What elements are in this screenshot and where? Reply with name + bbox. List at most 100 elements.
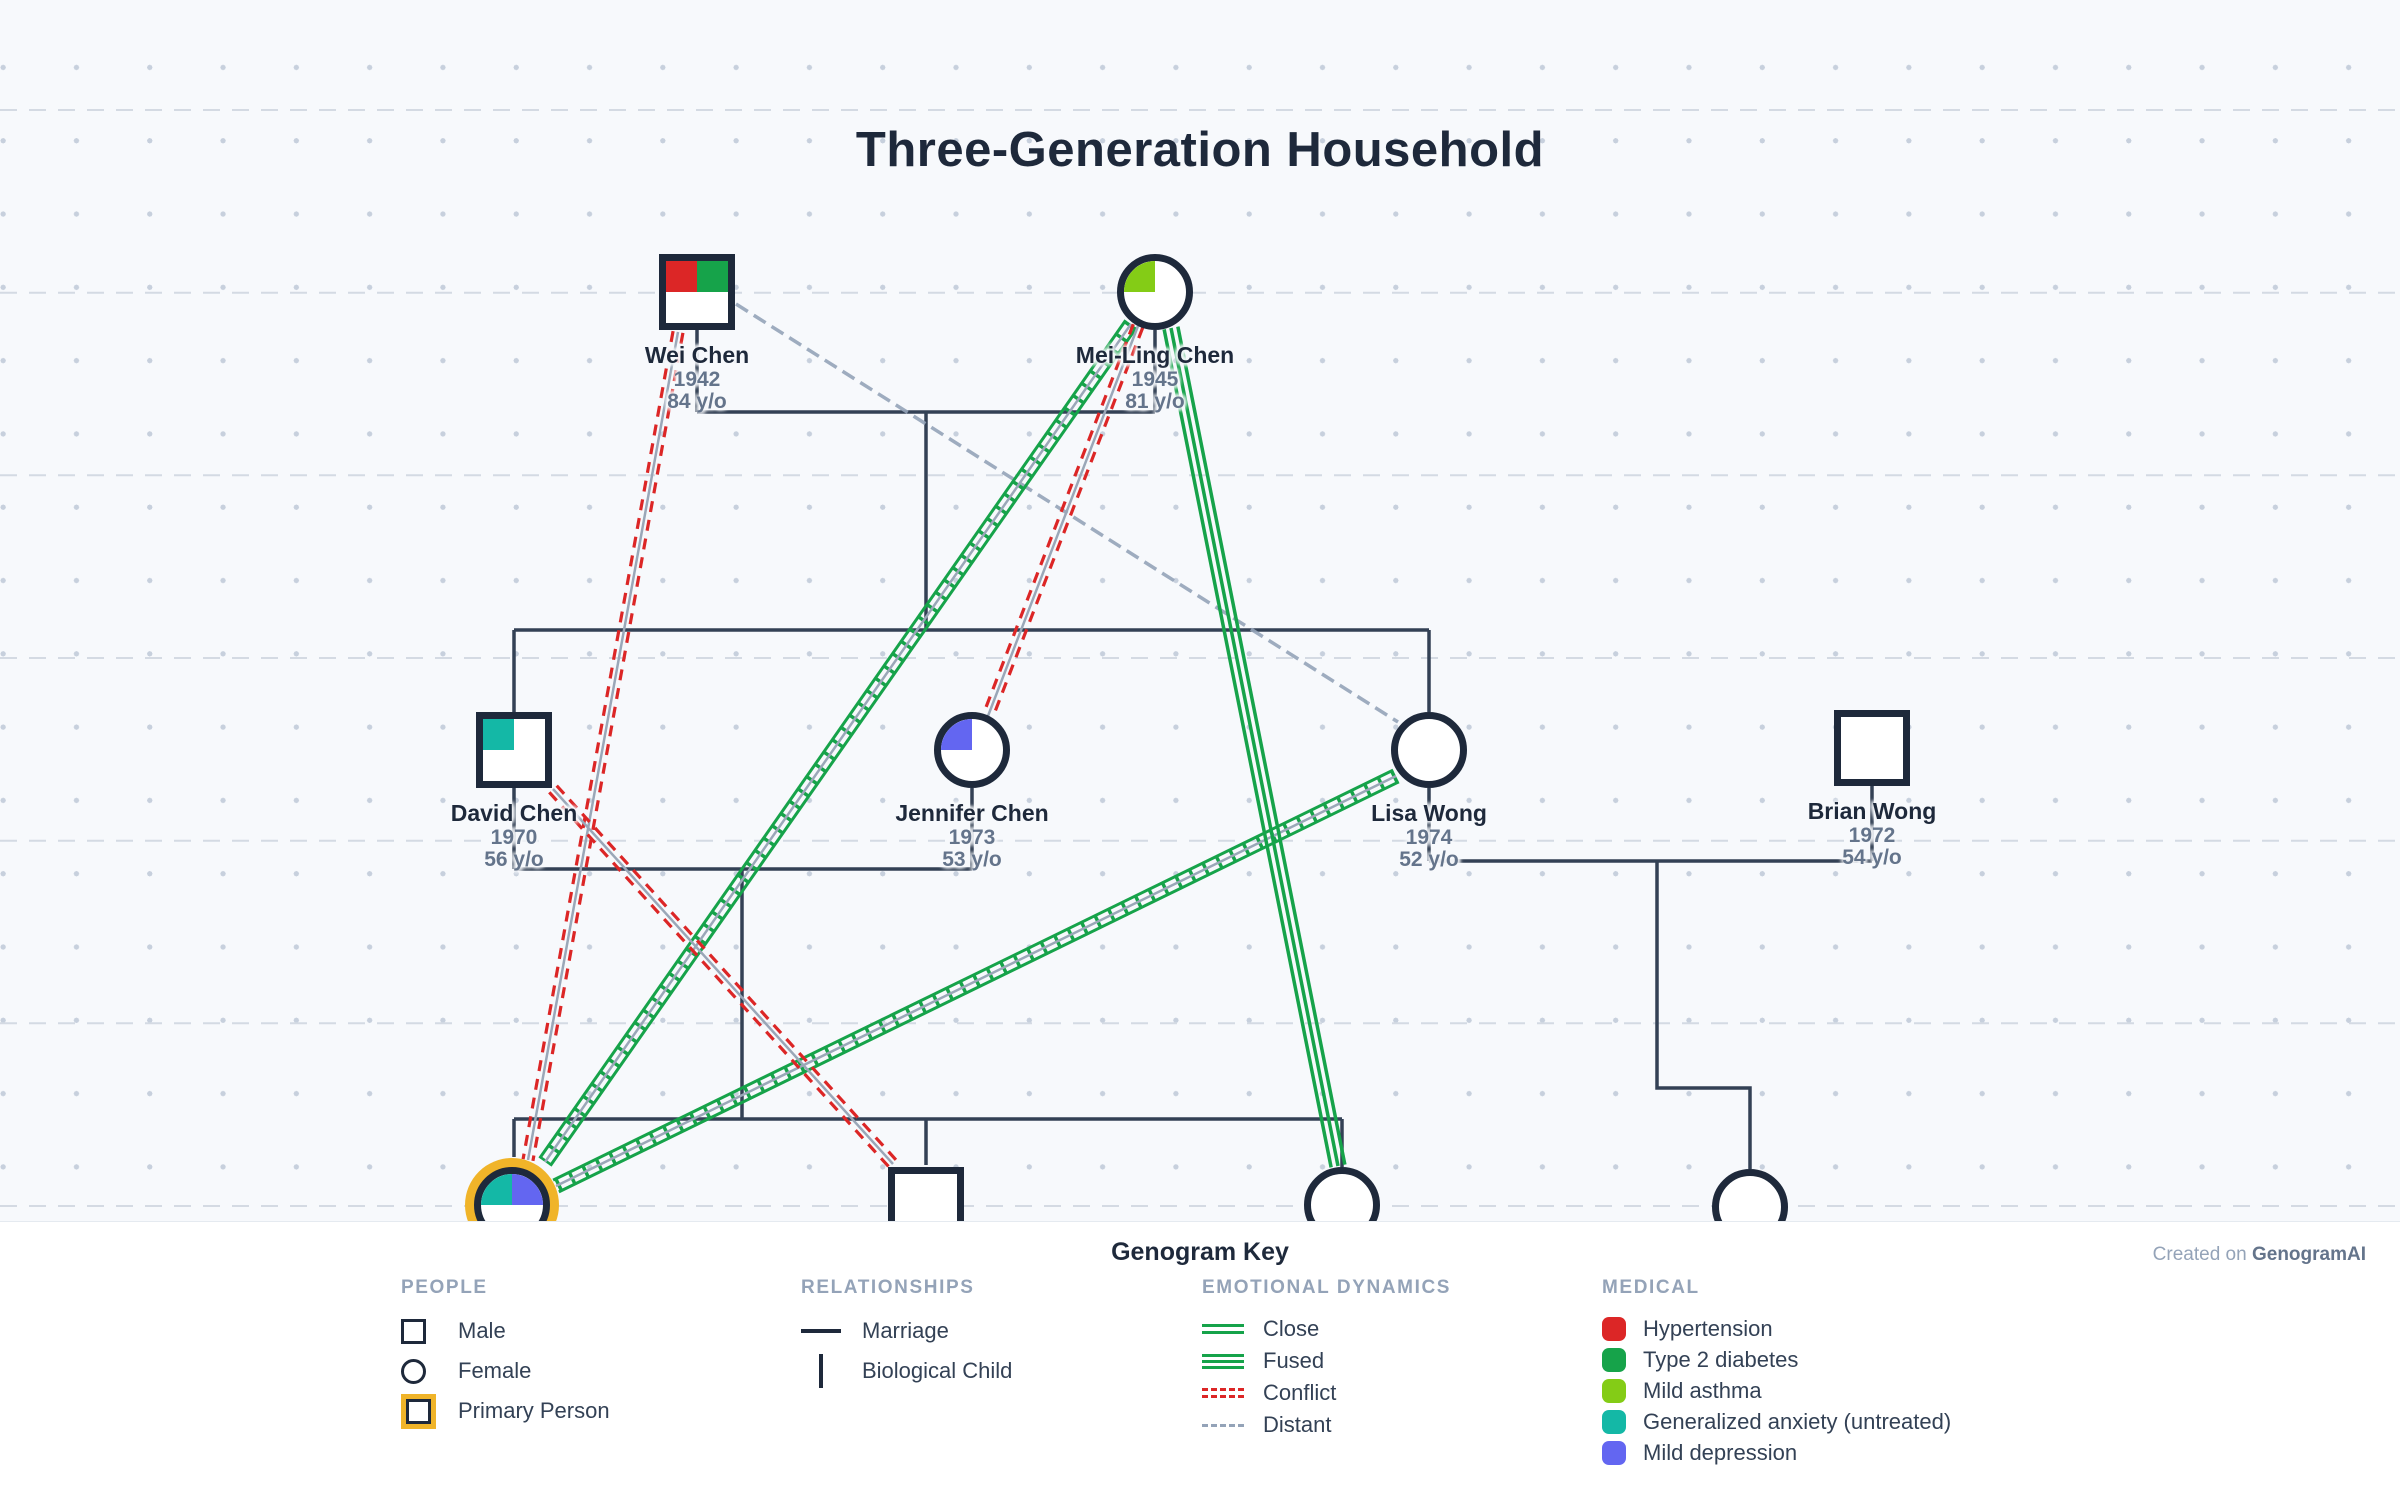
person-birth-year: 1945 <box>1131 368 1179 391</box>
key-item-marriage: Marriage <box>801 1311 1012 1351</box>
conflict-line-icon <box>1202 1388 1244 1398</box>
fused-line-meiling-child3 <box>1162 326 1347 1168</box>
key-header-people: PEOPLE <box>401 1277 488 1298</box>
key-item-female: Female <box>401 1351 610 1391</box>
key-item-label: Primary Person <box>458 1398 610 1423</box>
female-shape <box>1391 712 1467 788</box>
condition-quadrant-depression <box>941 719 972 750</box>
hypertension-swatch <box>1602 1316 1626 1341</box>
watermark-brand: GenogramAI <box>2251 1244 2366 1265</box>
male-shape <box>476 712 552 788</box>
close-line-meiling-primary <box>538 319 1138 1167</box>
key-item-label: Male <box>458 1318 506 1343</box>
person-name: David Chen <box>450 800 578 826</box>
diabetes-swatch <box>1602 1347 1626 1372</box>
person-node-brian-wong[interactable] <box>1834 710 1910 786</box>
key-item-label: Fused <box>1263 1348 1325 1373</box>
person-age: 52 y/o <box>1399 848 1459 871</box>
key-section-medical: MEDICAL Hypertension Type 2 diabetes Mil… <box>1602 1277 1951 1468</box>
distant-line-icon <box>1202 1423 1244 1427</box>
key-item-label: Type 2 diabetes <box>1643 1346 1799 1372</box>
family-structure-lines <box>512 330 1874 1169</box>
key-header-relationships: RELATIONSHIPS <box>801 1277 975 1298</box>
person-node-david-chen[interactable] <box>476 712 552 788</box>
person-age: 54 y/o <box>1842 846 1902 869</box>
condition-quadrant-hypertension <box>666 261 697 292</box>
primary-person-icon <box>406 1398 431 1424</box>
close-line-icon <box>1202 1324 1244 1334</box>
page-title: Three-Generation Household <box>855 123 1545 177</box>
key-item-distant: Distant <box>1202 1409 1451 1441</box>
condition-quadrant-asthma <box>1124 261 1155 292</box>
conflict-line-david-child2 <box>548 784 898 1169</box>
female-shape <box>934 712 1010 788</box>
key-item-fused: Fused <box>1202 1345 1451 1377</box>
male-icon <box>401 1318 426 1344</box>
anxiety-swatch <box>1602 1409 1626 1434</box>
person-name: Jennifer Chen <box>895 800 1049 826</box>
conflict-line-meiling-jennifer <box>981 323 1145 719</box>
key-item-conflict: Conflict <box>1202 1377 1451 1409</box>
key-item-hypertension: Hypertension <box>1602 1313 1951 1344</box>
condition-quadrant-anxiety <box>483 719 514 750</box>
person-name: Lisa Wong <box>1371 800 1487 826</box>
key-item-label: Distant <box>1263 1412 1332 1437</box>
key-section-relationships: RELATIONSHIPS Marriage Biological Child <box>801 1277 1012 1391</box>
key-item-label: Marriage <box>862 1318 949 1343</box>
watermark: Created on GenogramAI <box>2153 1244 2366 1266</box>
key-item-label: Mild asthma <box>1643 1377 1762 1403</box>
person-label-david-chen: David Chen 1970 56 y/o <box>364 800 664 871</box>
person-label-lisa-wong: Lisa Wong 1974 52 y/o <box>1279 800 1579 871</box>
person-label-brian-wong: Brian Wong 1972 54 y/o <box>1722 798 2022 869</box>
person-age: 56 y/o <box>484 848 544 871</box>
key-item-label: Close <box>1263 1316 1320 1341</box>
person-age: 84 y/o <box>667 390 727 413</box>
female-shape <box>1117 254 1193 330</box>
key-item-biological-child: Biological Child <box>801 1351 1012 1391</box>
person-birth-year: 1970 <box>490 826 538 849</box>
female-icon <box>401 1358 426 1384</box>
key-item-label: Hypertension <box>1643 1315 1773 1341</box>
key-section-people: PEOPLE Male Female Primary Person <box>401 1277 610 1431</box>
male-shape <box>1834 710 1910 786</box>
close-line-lisa-primary <box>552 768 1400 1194</box>
person-node-wei-chen[interactable] <box>659 254 735 330</box>
person-node-jennifer-chen[interactable] <box>934 712 1010 788</box>
person-age: 81 y/o <box>1125 390 1185 413</box>
person-node-mei-ling-chen[interactable] <box>1117 254 1193 330</box>
person-label-wei-chen: Wei Chen 1942 84 y/o <box>547 342 847 413</box>
depression-swatch <box>1602 1440 1626 1465</box>
key-item-diabetes: Type 2 diabetes <box>1602 1344 1951 1375</box>
condition-quadrant-diabetes <box>697 261 728 292</box>
fused-line-icon <box>1202 1353 1244 1369</box>
key-item-label: Conflict <box>1263 1380 1337 1405</box>
person-name: Mei-Ling Chen <box>1075 342 1235 368</box>
key-item-label: Female <box>458 1358 532 1383</box>
key-item-male: Male <box>401 1311 610 1351</box>
person-birth-year: 1942 <box>673 368 721 391</box>
key-item-depression: Mild depression <box>1602 1437 1951 1468</box>
key-item-asthma: Mild asthma <box>1602 1375 1951 1406</box>
person-birth-year: 1973 <box>948 826 996 849</box>
asthma-swatch <box>1602 1378 1626 1403</box>
condition-quadrant-depression <box>512 1174 543 1205</box>
genogram-key-panel: Genogram Key Created on GenogramAI PEOPL… <box>0 1221 2400 1501</box>
person-name: Brian Wong <box>1807 798 1937 824</box>
biological-child-line-icon <box>819 1354 823 1388</box>
key-item-close: Close <box>1202 1313 1451 1345</box>
male-shape <box>659 254 735 330</box>
person-name: Wei Chen <box>644 342 750 368</box>
key-header-emotional-dynamics: EMOTIONAL DYNAMICS <box>1202 1277 1452 1298</box>
key-item-label: Generalized anxiety (untreated) <box>1643 1408 1952 1434</box>
marriage-line-icon <box>801 1329 841 1333</box>
person-node-lisa-wong[interactable] <box>1391 712 1467 788</box>
key-item-primary-person: Primary Person <box>401 1391 610 1431</box>
key-item-label: Biological Child <box>862 1358 1013 1383</box>
condition-quadrant-anxiety <box>481 1174 512 1205</box>
person-birth-year: 1972 <box>1848 824 1896 847</box>
person-age: 53 y/o <box>942 848 1002 871</box>
conflict-line-wei-primary <box>521 330 685 1162</box>
key-item-label: Mild depression <box>1643 1439 1798 1465</box>
